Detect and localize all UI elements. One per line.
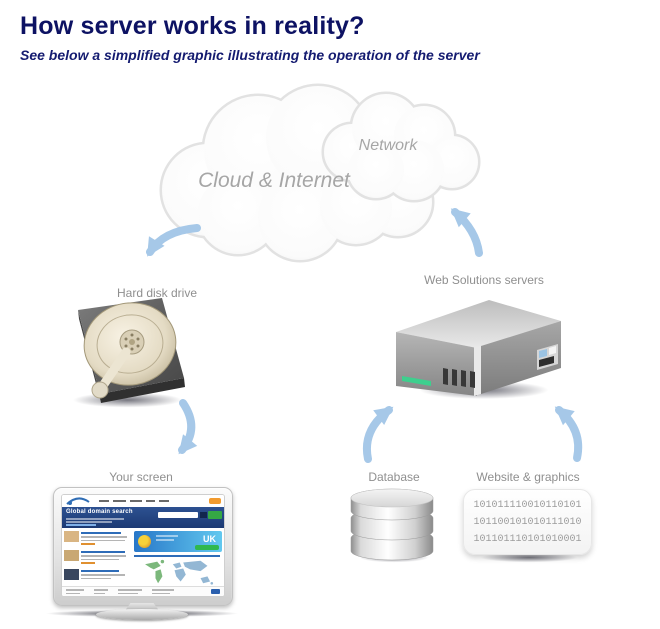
news-item xyxy=(64,550,130,564)
text-line xyxy=(66,592,80,594)
footer-column xyxy=(118,589,142,594)
site-header xyxy=(62,495,224,507)
search-go-button xyxy=(208,511,222,519)
screen-label: Your screen xyxy=(109,470,173,484)
news-headline xyxy=(81,570,119,572)
monitor-stand-neck xyxy=(124,603,160,612)
world-map xyxy=(145,559,214,585)
text-line xyxy=(81,558,119,560)
news-headline xyxy=(81,532,121,534)
text-line xyxy=(66,524,96,526)
website-mockup: Global domain search xyxy=(62,495,224,596)
arrow-cloud-to-hdd xyxy=(146,224,201,257)
page-title: How server works in reality? xyxy=(20,12,365,40)
promo-region-text: UK xyxy=(203,534,216,544)
server-right-face xyxy=(481,321,561,394)
text-line xyxy=(99,500,109,502)
monitor-stand-base xyxy=(96,609,188,620)
text-line xyxy=(81,539,125,541)
footer-column xyxy=(94,589,108,594)
server-led-strip xyxy=(402,376,431,386)
text-line xyxy=(94,589,108,591)
domain-search-input xyxy=(158,512,198,518)
footer-column xyxy=(152,589,174,594)
footer-emblem-icon xyxy=(211,589,220,594)
binary-line: 101100101010111010 xyxy=(473,517,582,528)
hdd-illustration xyxy=(78,298,185,403)
hdd-platter-ring xyxy=(96,314,164,374)
section-headline xyxy=(134,555,220,557)
text-line xyxy=(81,555,126,557)
promo-button xyxy=(195,545,219,550)
hdd-bottom-edge xyxy=(100,378,185,403)
news-photo xyxy=(64,569,79,580)
promo-banner: UK xyxy=(134,531,222,552)
news-item xyxy=(64,531,130,545)
site-footer xyxy=(62,586,224,596)
database-cylinders xyxy=(350,488,434,561)
text-line xyxy=(156,535,178,537)
page-subtitle: See below a simplified graphic illustrat… xyxy=(20,47,480,63)
binary-line: 101011110010110101 xyxy=(473,500,582,511)
text-line xyxy=(159,500,169,502)
more-link xyxy=(81,562,95,564)
server-front-edge xyxy=(474,346,481,396)
monitor: Global domain search xyxy=(53,487,233,606)
monitor-screen: Global domain search xyxy=(61,494,225,597)
server-io-panel xyxy=(537,344,558,370)
text-line xyxy=(118,589,142,591)
database-label: Database xyxy=(368,470,420,484)
search-option-button xyxy=(200,512,207,518)
server-label: Web Solutions servers xyxy=(424,273,544,287)
server-illustration xyxy=(396,300,561,396)
text-line xyxy=(152,592,170,594)
hdd-arm-pivot xyxy=(91,381,109,399)
hdd-shadow xyxy=(55,390,200,410)
coin-icon xyxy=(138,535,151,548)
text-line xyxy=(81,577,111,579)
binary-code-box: 101011110010110101 101100101010111010 10… xyxy=(463,489,592,555)
site-search-banner: Global domain search xyxy=(62,507,224,528)
news-photo xyxy=(64,550,79,561)
server-vents xyxy=(443,368,475,388)
text-line xyxy=(81,574,125,576)
site-logo xyxy=(66,497,90,505)
hdd-hub-screws xyxy=(124,333,140,351)
cloud-internet-label: Cloud & Internet xyxy=(198,169,350,192)
news-item xyxy=(64,569,130,580)
text-line xyxy=(66,518,124,520)
text-line xyxy=(81,536,127,538)
site-signup-button xyxy=(209,498,221,504)
hdd-hub-center xyxy=(129,339,135,345)
more-link xyxy=(81,543,95,545)
text-line xyxy=(156,539,174,541)
text-line xyxy=(113,500,126,502)
cloud-network-label: Network xyxy=(358,137,418,154)
text-line xyxy=(66,521,112,523)
server-top-face xyxy=(396,300,561,348)
text-line xyxy=(94,592,105,594)
news-headline xyxy=(81,551,125,553)
arrow-server-to-cloud xyxy=(450,208,483,257)
hdd-label: Hard disk drive xyxy=(116,286,198,300)
text-line xyxy=(146,500,155,502)
text-line xyxy=(130,500,142,502)
binary-line: 101101110101010001 xyxy=(473,534,582,545)
text-line xyxy=(66,589,84,591)
arrow-graphics-to-server xyxy=(554,406,583,462)
text-line xyxy=(152,589,174,591)
cloud-network-body xyxy=(324,94,478,200)
banner-title: Global domain search xyxy=(66,509,133,515)
site-nav-links xyxy=(99,500,169,502)
footer-column xyxy=(66,589,84,594)
news-photo xyxy=(64,531,79,542)
binary-label: Website & graphics xyxy=(476,470,580,484)
arrow-database-to-server xyxy=(363,406,394,463)
site-content: UK xyxy=(62,528,224,586)
database-illustration xyxy=(350,488,434,561)
text-line xyxy=(118,592,138,594)
